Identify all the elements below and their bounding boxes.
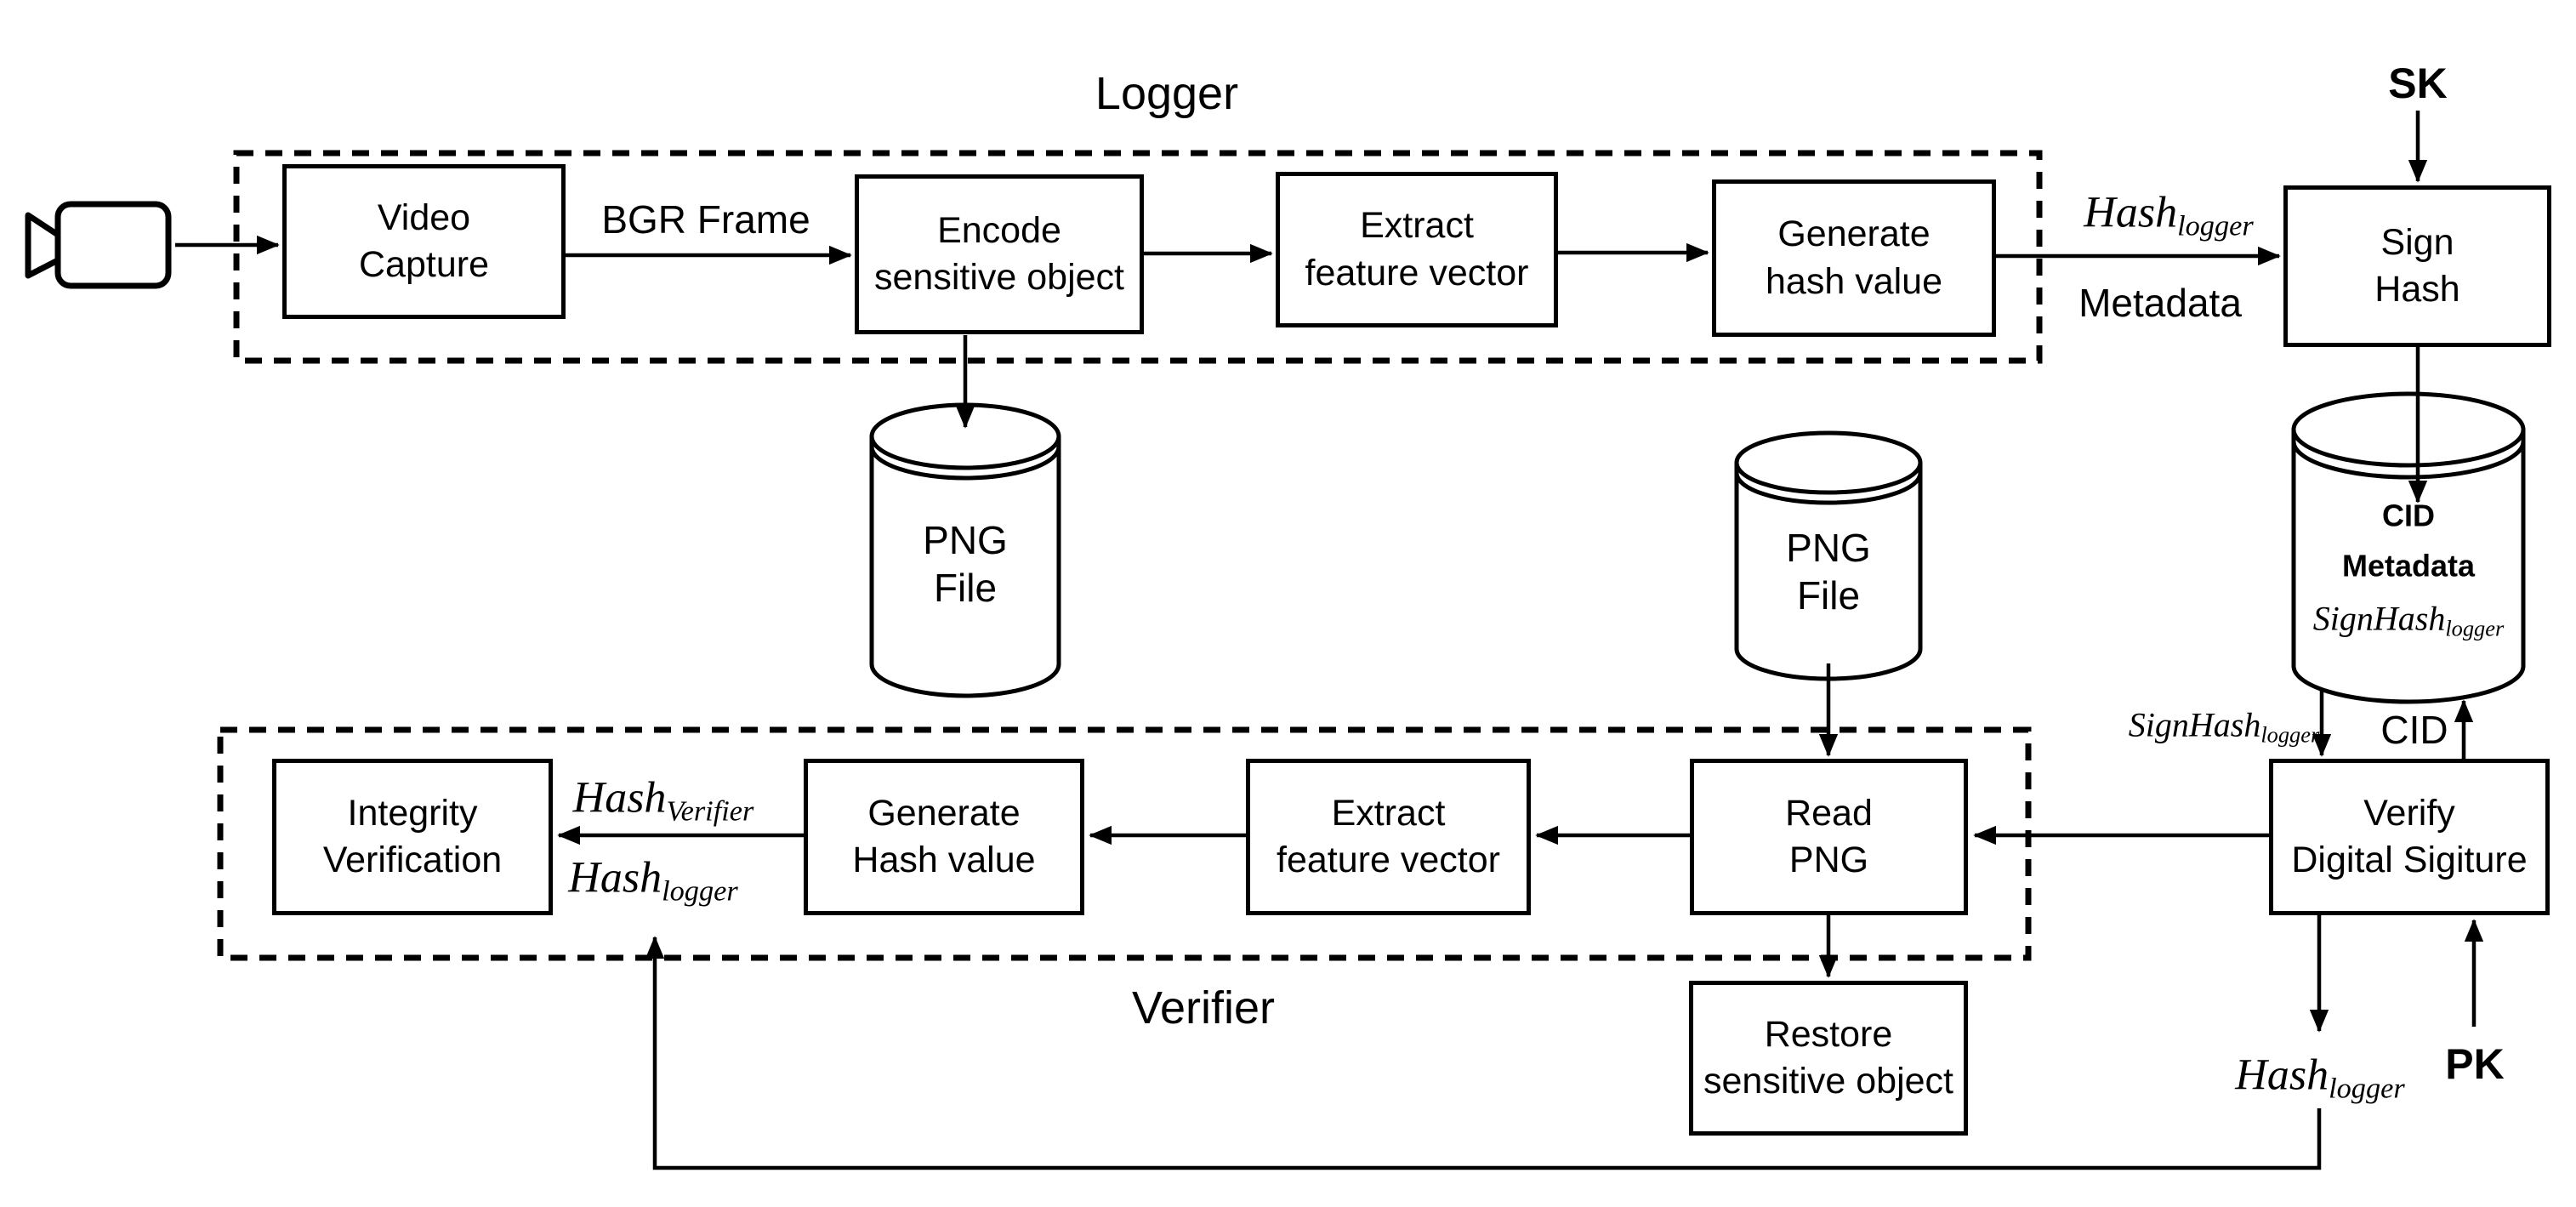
metadata-label: Metadata [2078, 281, 2242, 325]
generate-verifier-label: Generate Hash value [852, 792, 1036, 880]
png-file-left-label: PNG File [923, 517, 1008, 610]
logger-title: Logger [1095, 68, 1239, 119]
integrity-label: Integrity Verification [322, 792, 503, 880]
video-camera-icon [25, 201, 172, 289]
cid-store-line1: CID [2381, 498, 2435, 533]
signhash-logger-label: SignHashlogger [2128, 705, 2320, 748]
read-png-label: Read PNG [1785, 792, 1873, 880]
encode-label: Encode sensitive object [874, 209, 1124, 298]
verify-label: Verify Digital Sigiture [2291, 792, 2528, 880]
integrity-verification-box: Integrity Verification [272, 759, 553, 915]
generate-hash-value-box-logger: Generate hash value [1712, 179, 1996, 337]
pk-label: PK [2445, 1040, 2505, 1088]
png-file-mid-label: PNG File [1786, 525, 1871, 618]
hash-verifier-label: HashVerifier [572, 773, 754, 828]
sk-label: SK [2388, 60, 2448, 107]
generate-logger-label: Generate hash value [1766, 214, 1942, 302]
cid-store-signhash: SignHashlogger [2312, 599, 2505, 641]
video-capture-label: Video Capture [359, 196, 489, 285]
verifier-dashed-container [217, 726, 2032, 961]
verify-digital-signature-box: Verify Digital Sigiture [2269, 759, 2550, 915]
extract-verifier-label: Extract feature vector [1277, 792, 1500, 880]
extract-logger-label: Extract feature vector [1305, 205, 1529, 293]
logger-dashed-container [233, 150, 2043, 364]
png-file-cylinder-left [869, 402, 1061, 698]
video-capture-box: Video Capture [282, 164, 566, 319]
restore-sensitive-object-box: Restore sensitive object [1689, 981, 1968, 1136]
encode-sensitive-object-box: Encode sensitive object [855, 174, 1144, 334]
extract-feature-vector-box-verifier: Extract feature vector [1246, 759, 1531, 915]
cid-store-line2: Metadata [2341, 548, 2476, 584]
bgr-frame-label: BGR Frame [601, 197, 810, 242]
generate-hash-value-box-verifier: Generate Hash value [804, 759, 1084, 915]
restore-label: Restore sensitive object [1703, 1013, 1953, 1102]
sign-hash-label: Sign Hash [2374, 221, 2460, 310]
png-file-cylinder-mid [1734, 430, 1923, 681]
cid-label: CID [2380, 708, 2448, 752]
extract-feature-vector-box-logger: Extract feature vector [1276, 172, 1558, 327]
cid-store-cylinder [2291, 391, 2526, 704]
read-png-box: Read PNG [1690, 759, 1968, 915]
hash-logger-output-label: Hashlogger [2235, 1050, 2405, 1105]
hash-logger-top-label: Hashlogger [2084, 188, 2254, 242]
cid-store-label: CID Metadata SignHashlogger [2313, 482, 2504, 653]
verifier-title: Verifier [1131, 982, 1276, 1033]
sign-hash-box: Sign Hash [2283, 185, 2551, 347]
hash-logger-verifier-label: Hashlogger [568, 853, 738, 908]
feedback-line-hash-logger [645, 936, 2322, 1170]
